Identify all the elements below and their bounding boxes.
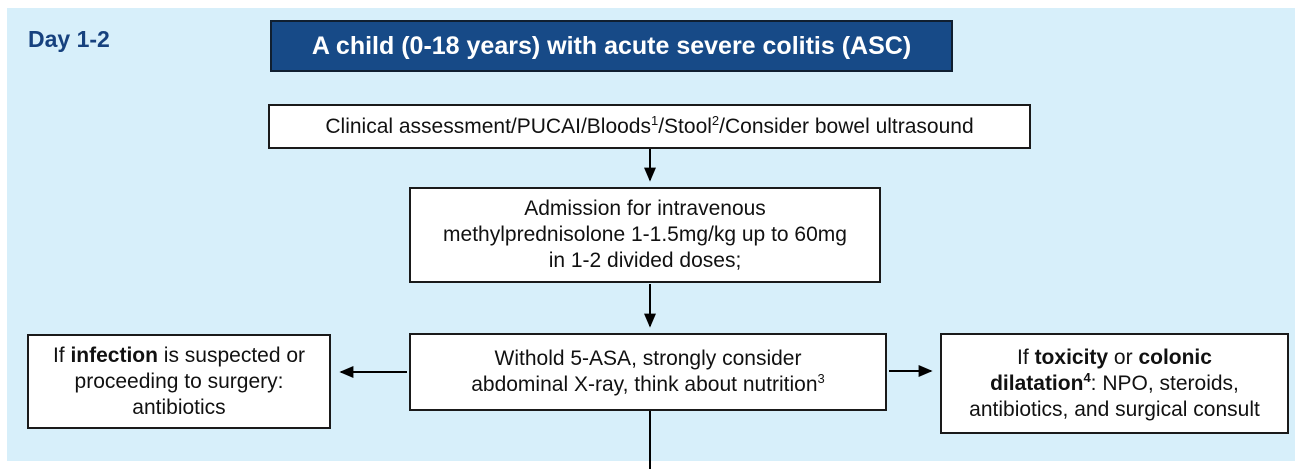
flowchart-title-bar: A child (0-18 years) with acute severe c… bbox=[270, 20, 953, 72]
withhold-line-2: abdominal X-ray, think about nutrition3 bbox=[471, 371, 825, 396]
day-range-label: Day 1-2 bbox=[28, 26, 110, 52]
toxicity-line-2: dilatation4: NPO, steroids, bbox=[990, 369, 1239, 395]
node-infection-antibiotics: If infection is suspected or proceeding … bbox=[27, 334, 331, 429]
flowchart-title: A child (0-18 years) with acute severe c… bbox=[311, 31, 912, 60]
toxicity-line-3: antibiotics, and surgical consult bbox=[969, 397, 1260, 421]
toxicity-line-1: If toxicity or colonic bbox=[1017, 345, 1212, 369]
footnote-ref-2: 2 bbox=[711, 112, 720, 128]
node-admission-steroids: Admission for intravenous methylpredniso… bbox=[409, 187, 881, 283]
infection-line-3: antibiotics bbox=[132, 395, 226, 419]
infection-line-2: proceeding to surgery: bbox=[74, 369, 284, 393]
admission-line-2: methylprednisolone 1-1.5mg/kg up to 60mg bbox=[443, 223, 847, 246]
assessment-text: Clinical assessment/PUCAI/Bloods1/Stool2… bbox=[325, 112, 974, 138]
withhold-line-1: Withold 5-ASA, strongly consider bbox=[494, 347, 802, 370]
node-toxicity-surgical: If toxicity or colonic dilatation4: NPO,… bbox=[940, 333, 1289, 434]
footnote-ref-3: 3 bbox=[817, 371, 825, 386]
node-withhold-5asa: Withold 5-ASA, strongly consider abdomin… bbox=[409, 333, 887, 411]
footnote-ref-4: 4 bbox=[1083, 369, 1091, 385]
admission-line-1: Admission for intravenous bbox=[524, 197, 766, 220]
admission-line-3: in 1-2 divided doses; bbox=[548, 249, 742, 272]
infection-line-1: If infection is suspected or bbox=[52, 343, 306, 367]
node-clinical-assessment: Clinical assessment/PUCAI/Bloods1/Stool2… bbox=[268, 104, 1031, 149]
footnote-ref-1: 1 bbox=[650, 112, 659, 128]
